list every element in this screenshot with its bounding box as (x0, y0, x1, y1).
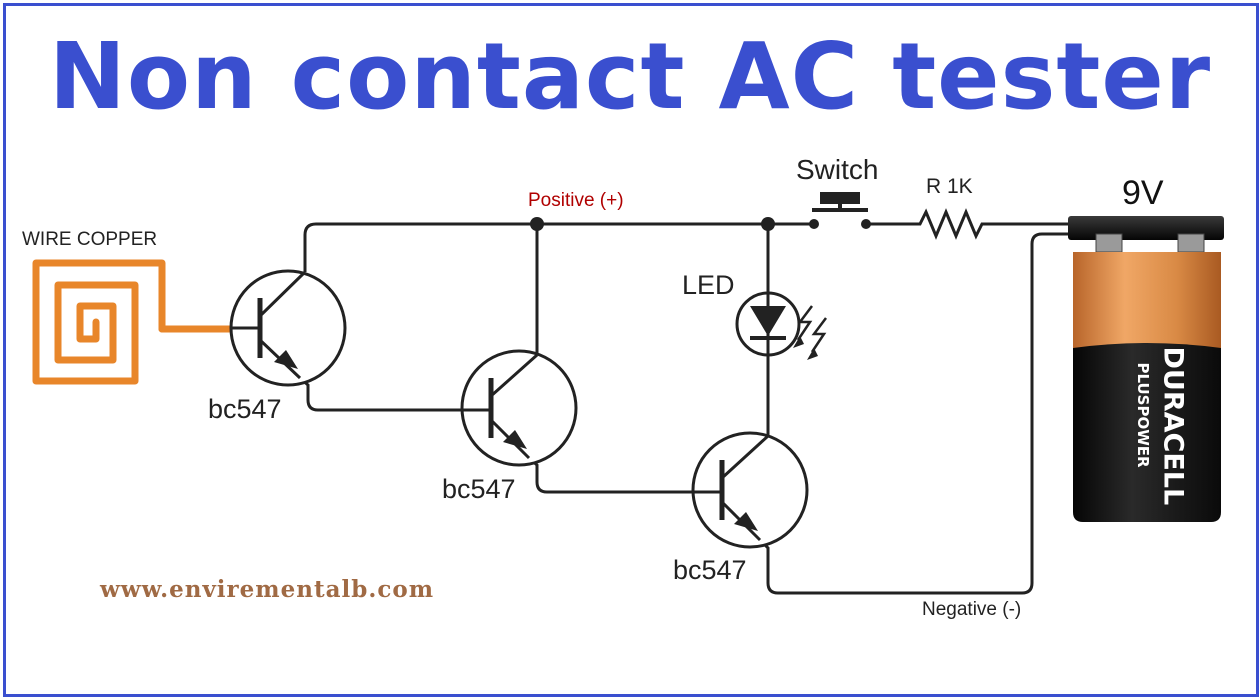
copper-wire-antenna (32, 259, 234, 385)
led-label: LED (682, 270, 735, 300)
battery-9v (1068, 216, 1224, 522)
battery-brand-text: DURACELL (1157, 346, 1189, 506)
circuit-wires (299, 222, 1075, 595)
transistor-q3 (691, 431, 809, 549)
negative-label: Negative (-) (922, 599, 1022, 620)
junction-dot (530, 217, 544, 231)
transistor-q2 (460, 349, 578, 467)
website-link[interactable]: www.envirementalb.com (100, 576, 435, 603)
transistor-2-label: bc547 (442, 474, 516, 504)
resistor-label: R 1K (926, 175, 973, 198)
diagram-title: Non contact AC tester (48, 23, 1212, 130)
battery-voltage-label: 9V (1122, 174, 1164, 212)
battery-model-text: PLUSPOWER (1134, 362, 1152, 468)
switch-label: Switch (796, 154, 879, 185)
transistor-q1 (229, 269, 347, 387)
junction-dot (761, 217, 775, 231)
resistor-symbol (912, 208, 988, 240)
push-switch[interactable] (809, 192, 871, 229)
wire-copper-label: WIRE COPPER (22, 229, 158, 250)
transistor-1-label: bc547 (208, 394, 282, 424)
diagram-frame (3, 3, 1259, 697)
positive-label: Positive (+) (528, 190, 624, 211)
led-symbol (735, 291, 827, 360)
transistor-3-label: bc547 (673, 555, 747, 585)
